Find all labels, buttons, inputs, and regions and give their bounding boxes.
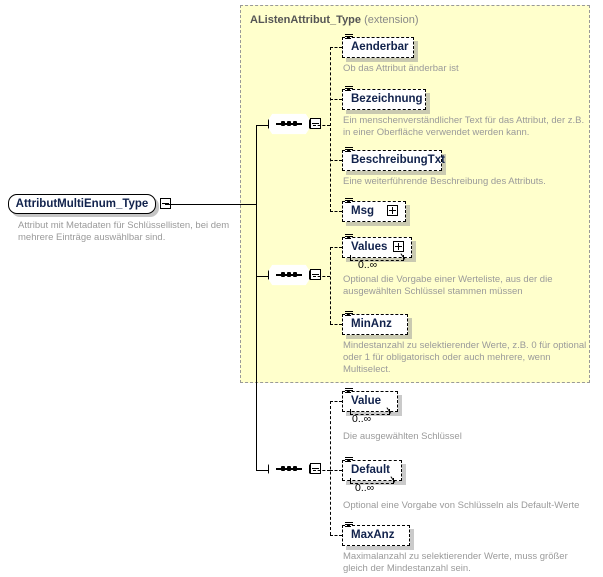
element-expand-expander-icon[interactable] [393, 241, 404, 252]
compositor-1-collapse-expander-icon[interactable] [310, 118, 321, 129]
sequence-dot-icon [287, 121, 291, 126]
compositor-1-out-line [313, 125, 330, 126]
element-type-icon [345, 522, 353, 530]
element-box [342, 89, 426, 110]
child-connector-minanz [330, 324, 342, 325]
compositor-3-out-line [313, 470, 330, 471]
element-repeat-indicator [350, 478, 394, 484]
element-label: MinAnz [351, 318, 392, 330]
child-connector-aenderbar [330, 47, 342, 48]
element-box [342, 314, 408, 335]
child-connector-maxanz [330, 535, 342, 536]
sequence-dot-icon [287, 466, 291, 471]
extension-base-name: AListenAttribut_Type [250, 14, 362, 26]
element-expand-expander-icon[interactable] [387, 205, 398, 216]
element-label: Value [351, 395, 382, 407]
element-type-icon [345, 34, 353, 42]
element-label: Msg [351, 205, 374, 217]
sequence-dot-icon [287, 272, 291, 277]
extension-panel [240, 5, 590, 383]
element-documentation-default: Optional eine Vorgabe von Schlüsseln als… [343, 500, 580, 511]
extension-kind-label: (extension) [364, 14, 419, 26]
trunk-stub-line [165, 204, 256, 205]
trunk-branch-line-2 [256, 276, 268, 277]
sequence-dot-icon [281, 121, 285, 126]
element-label: MaxAnz [351, 529, 395, 541]
sequence-dot-icon [293, 466, 297, 471]
compositor-2-collapse-expander-icon[interactable] [310, 269, 321, 280]
element-repeat-indicator [350, 409, 390, 415]
sequence-compositor-1[interactable] [268, 112, 321, 138]
child-connector-msg [330, 211, 342, 212]
sequence-dot-icon [281, 466, 285, 471]
sequence-dot-icon [293, 121, 297, 126]
element-repeat-indicator [350, 255, 404, 261]
element-type-icon [345, 311, 353, 319]
element-documentation-minanz: Mindestanzahl zu selektierender Werte, z… [343, 340, 587, 375]
sequence-dot-icon [281, 272, 285, 277]
element-label: Default [351, 464, 390, 476]
trunk-branch-line-1 [256, 125, 268, 126]
root-type-label: AttributMultiEnum_Type [15, 198, 149, 210]
child-connector-beschreibungtxt [330, 160, 342, 161]
element-label: Aenderbar [351, 41, 409, 53]
sequence-compositor-3[interactable] [268, 457, 321, 483]
element-label: Values [351, 241, 388, 253]
compositor-2-children-bus [330, 247, 331, 324]
trunk-branch-line-3 [256, 470, 268, 471]
element-box [342, 150, 442, 171]
element-type-icon [345, 198, 353, 206]
compositor-1-children-bus [330, 47, 331, 212]
element-label: BeschreibungTxt [351, 154, 445, 166]
element-documentation-maxanz: Maximalanzahl zu selektierender Werte, m… [343, 551, 568, 574]
child-connector-default [330, 470, 342, 471]
element-documentation-value: Die ausgewählten Schlüssel [343, 431, 462, 442]
compositor-3-collapse-expander-icon[interactable] [310, 463, 321, 474]
child-connector-bezeichnung [330, 99, 342, 100]
element-type-icon [345, 86, 353, 94]
root-type-box [8, 194, 156, 214]
compositor-2-out-line [313, 276, 330, 277]
element-label: Bezeichnung [351, 93, 423, 105]
element-documentation-bezeichnung: Ein menschenverständlicher Text für das … [343, 115, 585, 138]
extension-panel-title: AListenAttribut_Type (extension) [250, 14, 419, 26]
root-type-documentation: Attribut mit Metadaten für Schlüssellist… [18, 220, 230, 243]
element-box [342, 525, 410, 546]
occurrence-label-values: 0..∞ [358, 259, 378, 271]
child-connector-value [330, 401, 342, 402]
element-box [342, 37, 414, 58]
compositor-3-children-bus [330, 401, 331, 535]
element-type-icon [345, 457, 353, 465]
root-collapse-expander-icon[interactable] [160, 198, 171, 209]
trunk-vertical-line [256, 125, 257, 470]
element-documentation-aenderbar: Ob das Attribut änderbar ist [343, 63, 459, 74]
element-type-icon [345, 388, 353, 396]
element-documentation-beschreibungtxt: Eine weiterführende Beschreibung des Att… [343, 176, 546, 187]
sequence-dot-icon [293, 272, 297, 277]
occurrence-label-default: 0..∞ [355, 482, 375, 494]
child-connector-values [330, 247, 342, 248]
occurrence-label-value: 0..∞ [352, 413, 372, 425]
sequence-compositor-2[interactable] [268, 263, 321, 289]
element-type-icon [345, 234, 353, 242]
element-documentation-values: Optional die Vorgabe einer Werteliste, a… [343, 274, 553, 297]
element-type-icon [345, 147, 353, 155]
root-type-node[interactable]: AttributMultiEnum_Type [8, 194, 171, 216]
